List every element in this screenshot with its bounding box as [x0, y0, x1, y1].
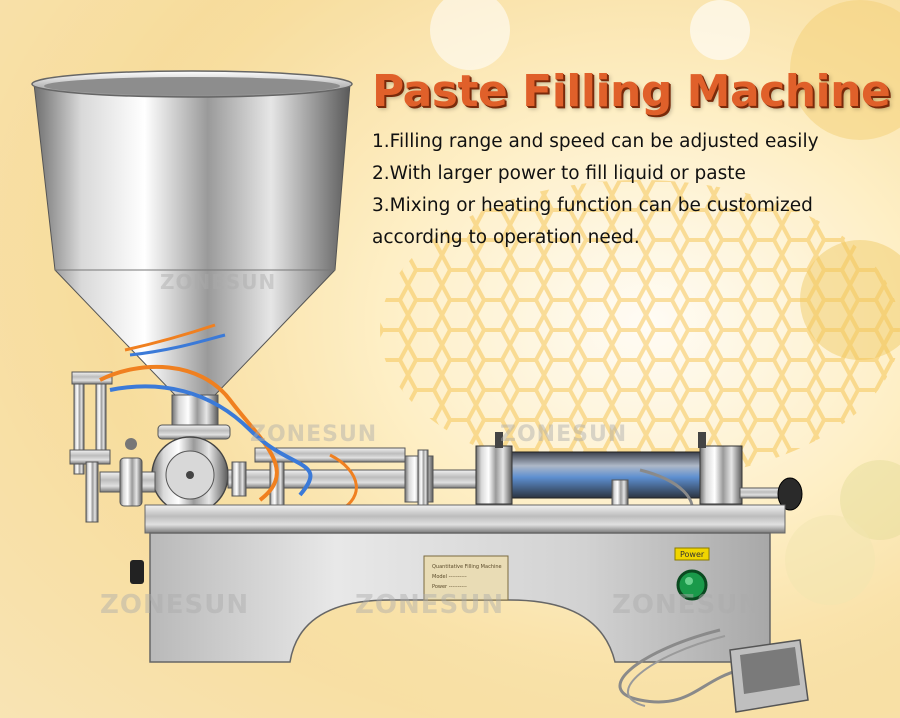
svg-text:Model ----------: Model ----------	[432, 574, 467, 580]
page-title: Paste Filling Machine	[372, 66, 891, 117]
svg-text:Quantitative Filling Machine: Quantitative Filling Machine	[432, 564, 502, 570]
feature-item: 3.Mixing or heating function can be cust…	[372, 195, 813, 216]
svg-text:Power ----------: Power ----------	[432, 584, 467, 590]
feature-item: 1.Filling range and speed can be adjuste…	[372, 131, 819, 152]
watermark-center: ZONESUN	[355, 590, 505, 620]
power-label: Power	[680, 550, 705, 559]
feature-item: according to operation need.	[372, 227, 640, 248]
feature-item: 2.With larger power to fill liquid or pa…	[372, 163, 746, 184]
feature-list: 1.Filling range and speed can be adjuste…	[372, 126, 819, 254]
watermark-hopper: ZONESUN	[160, 270, 277, 294]
watermark-middle-right: ZONESUN	[500, 422, 628, 447]
watermark-right: ZONESUN	[612, 590, 762, 620]
watermark-left: ZONESUN	[100, 590, 250, 620]
watermark-middle: ZONESUN	[250, 422, 378, 447]
